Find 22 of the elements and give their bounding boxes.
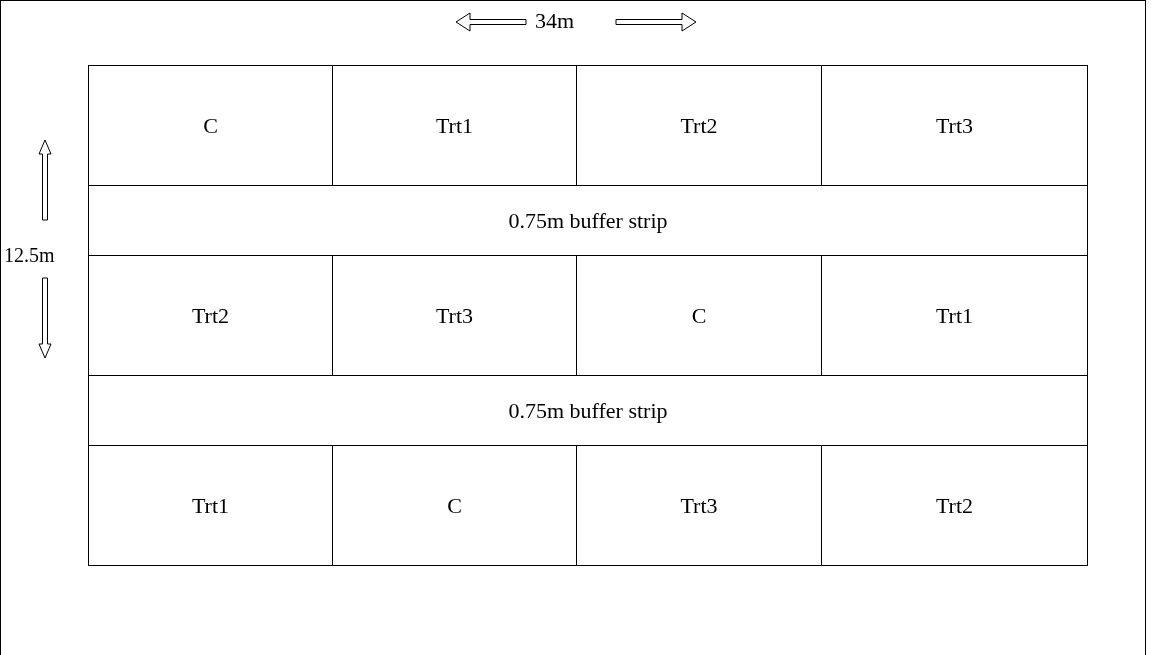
plot-box	[821, 65, 1088, 186]
treatment-label: Trt1	[191, 494, 230, 517]
treatment-label: C	[691, 304, 707, 327]
strip-label: 0.75m buffer strip	[508, 399, 668, 422]
strip-label: 0.75m buffer strip	[508, 209, 668, 232]
treatment-label: Trt2	[935, 494, 974, 517]
plot-box	[88, 65, 333, 186]
treatment-label: Trt1	[935, 304, 974, 327]
dimension-label: 12.5m	[4, 245, 55, 265]
plot-box	[88, 445, 333, 566]
buffer-strip	[88, 375, 1088, 446]
treatment-label: Trt3	[935, 114, 974, 137]
plot-box	[821, 445, 1088, 566]
treatment-label: Trt2	[191, 304, 230, 327]
buffer-strip	[88, 185, 1088, 256]
treatment-label: Trt2	[680, 114, 718, 137]
treatment-label: C	[447, 494, 462, 517]
treatment-label: Trt3	[680, 494, 718, 517]
treatment-label: Trt1	[435, 114, 474, 137]
treatment-label: Trt3	[435, 304, 474, 327]
dimension-label: 34m	[535, 10, 575, 32]
treatment-label: C	[203, 114, 218, 137]
